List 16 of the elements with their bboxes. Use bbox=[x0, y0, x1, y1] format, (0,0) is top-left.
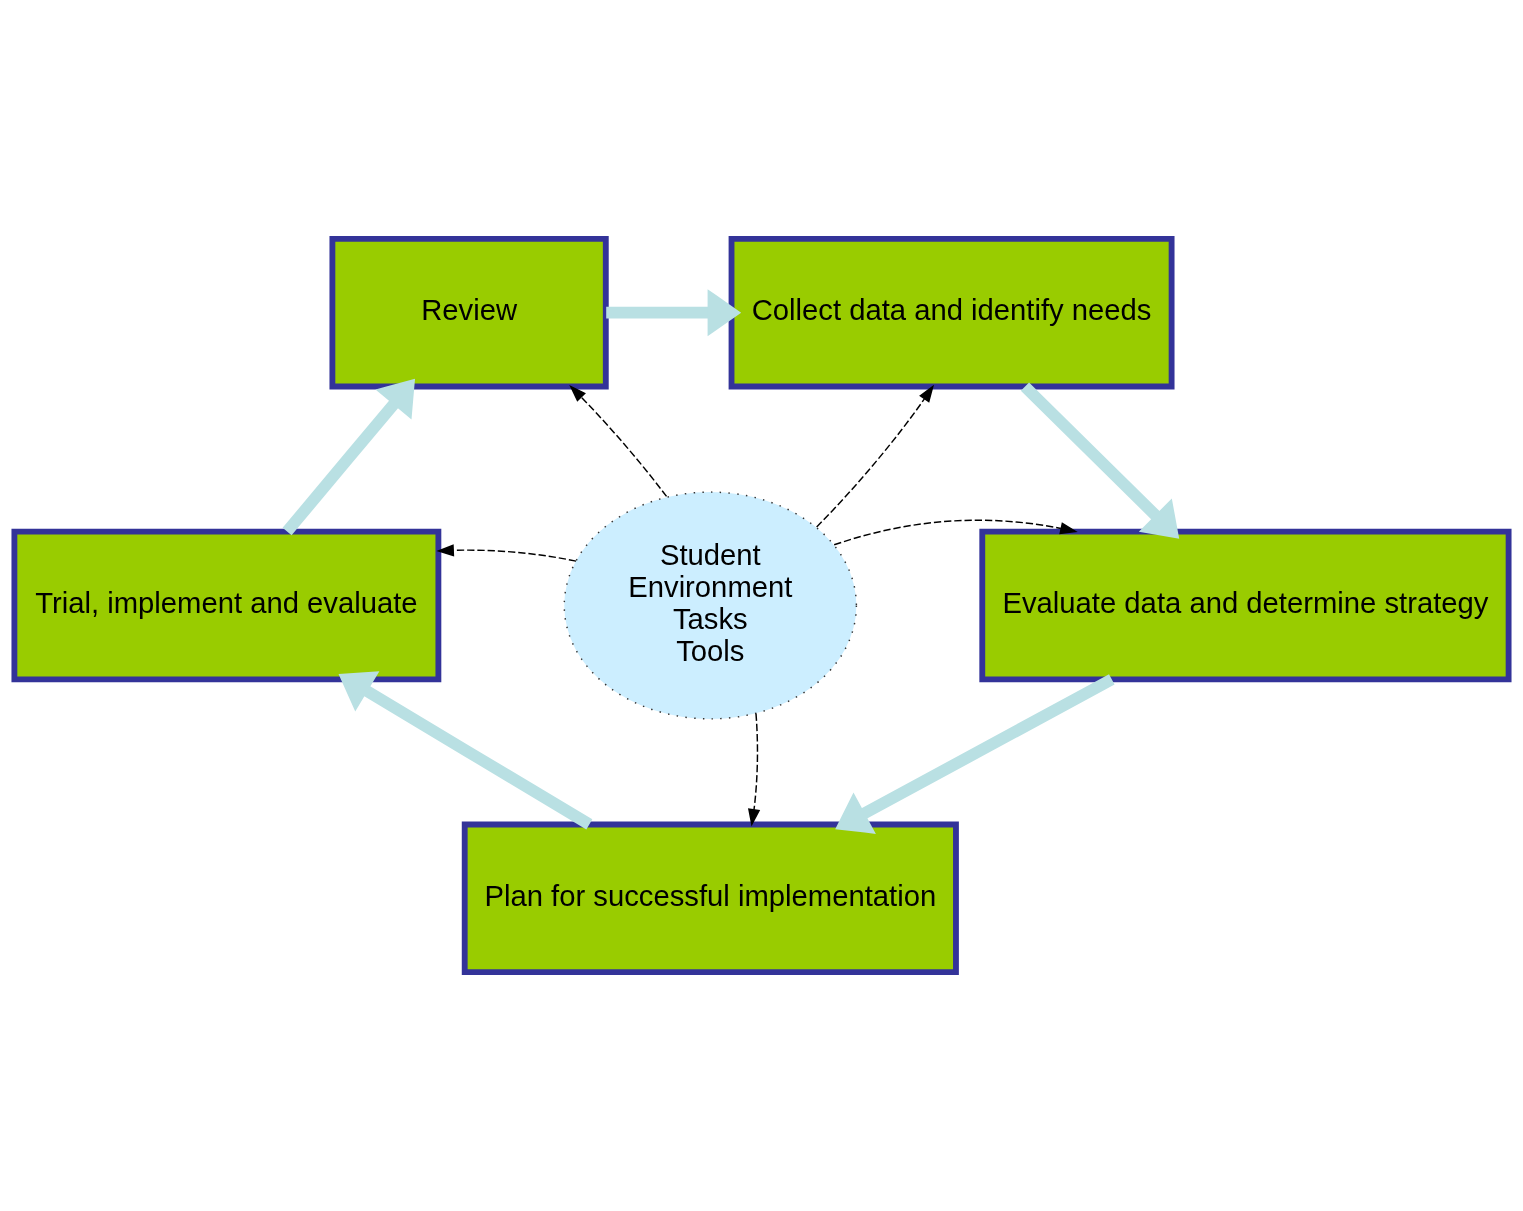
arrow bbox=[436, 544, 577, 562]
node-box: Trial, implement and evaluate bbox=[11, 528, 442, 683]
arrow bbox=[815, 384, 934, 528]
arrow bbox=[569, 384, 668, 498]
arrow bbox=[1020, 382, 1180, 539]
node-box: Plan for successful implementation bbox=[461, 821, 959, 976]
arrow bbox=[748, 712, 761, 827]
node-box: Review bbox=[329, 235, 609, 390]
node-ellipse: Student Environment Tasks Tools bbox=[563, 491, 858, 720]
arrow bbox=[833, 519, 1078, 546]
node-box: Evaluate data and determine strategy bbox=[979, 528, 1512, 683]
arrow bbox=[282, 378, 415, 536]
arrow bbox=[835, 674, 1115, 834]
node-box: Collect data and identify needs bbox=[728, 235, 1175, 390]
arrow bbox=[606, 289, 742, 337]
arrow bbox=[338, 671, 593, 830]
